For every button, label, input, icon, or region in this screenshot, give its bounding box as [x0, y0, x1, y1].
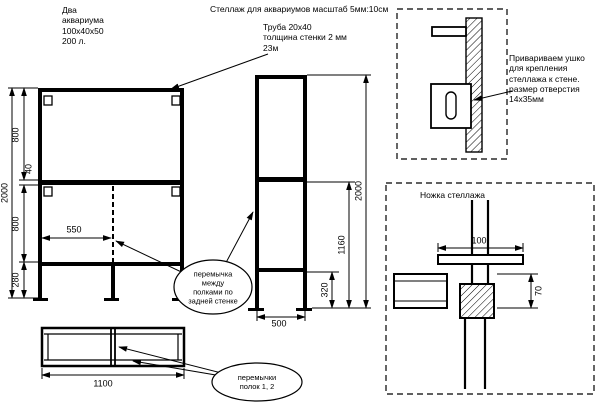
drawing-title: Стеллаж для аквариумов масштаб 5мм:10см: [210, 4, 389, 14]
dim-side-mid-section: 1160: [336, 235, 347, 255]
dim-side-overall: 2000: [353, 180, 364, 202]
dim-leg-plate-width: 100: [471, 235, 487, 246]
dim-front-jumper-offset: 550: [66, 224, 82, 235]
front-middle-rail: [38, 180, 184, 185]
top-view-outline: [40, 326, 186, 368]
side-dimension-lines: [256, 74, 371, 321]
side-view-frame: [248, 75, 312, 311]
side-right-post: [303, 75, 307, 308]
leg-tube-section-hatched: [459, 283, 495, 319]
leg-detail-dimension-lines: [437, 243, 538, 309]
tube-note: Труба 20x40 толщина стенки 2 мм 23м: [263, 22, 347, 53]
dim-leg-tube-size: 70: [533, 285, 544, 297]
dim-front-top-section: 800: [10, 127, 21, 143]
front-dimension-lines: [8, 87, 112, 299]
ear-tab-top: [431, 26, 467, 37]
leg-detail-box: [385, 182, 595, 395]
leg-detail-title: Ножка стеллажа: [420, 190, 486, 200]
mount-ear: [171, 95, 181, 106]
tube-note-leader: [170, 53, 269, 90]
ear-slot-hole: [445, 91, 457, 120]
ear-note: Привариваем ушко для крепления стеллажа …: [509, 53, 585, 105]
side-bottom-rail: [255, 268, 307, 272]
front-mount-ears: [43, 95, 181, 197]
mount-ear: [43, 95, 53, 106]
callout-shelf-jumpers-oval: [211, 362, 303, 402]
front-middle-leg: [111, 266, 115, 298]
front-top-rail: [38, 88, 184, 92]
top-view-shelf: [40, 326, 186, 368]
leg-plate: [437, 254, 524, 265]
dim-side-depth: 500: [271, 318, 287, 329]
dim-side-leg: 320: [319, 282, 330, 298]
mount-ear: [171, 186, 181, 197]
side-middle-rail: [255, 177, 307, 182]
ear-detail-box: [396, 8, 508, 160]
front-view-frame: [33, 88, 187, 301]
callout-back-jumper-oval: [173, 259, 253, 315]
side-foot-left: [248, 308, 264, 311]
aquarium-note: Два аквариума 100x40x50 200 л.: [62, 5, 104, 47]
front-foot-left: [33, 298, 48, 301]
side-foot-right: [296, 308, 312, 311]
front-right-post: [180, 88, 184, 298]
leg-detail-drawing: [393, 200, 524, 389]
shelf-rail-side: [393, 273, 448, 309]
front-foot-middle: [104, 298, 119, 301]
dim-front-mid-section: 800: [10, 216, 21, 232]
front-bottom-rail: [38, 262, 184, 266]
side-left-post: [255, 75, 259, 308]
callout-back-jumper-text: перемычка между полками по задней стенке: [188, 269, 238, 307]
callout-shelf-jumpers-text: перемычки полок 1, 2: [237, 372, 277, 391]
ear-detail-drawing: [430, 17, 483, 153]
front-left-post: [38, 88, 42, 298]
dim-front-overall: 2000: [0, 182, 10, 204]
mount-ear: [43, 186, 53, 197]
top-view-dimension-lines: [41, 368, 185, 379]
side-top-rail: [255, 75, 307, 79]
dim-front-leg: 280: [10, 272, 21, 288]
dim-top-view-width: 1100: [93, 378, 113, 389]
dim-front-rail: 40: [23, 163, 34, 175]
